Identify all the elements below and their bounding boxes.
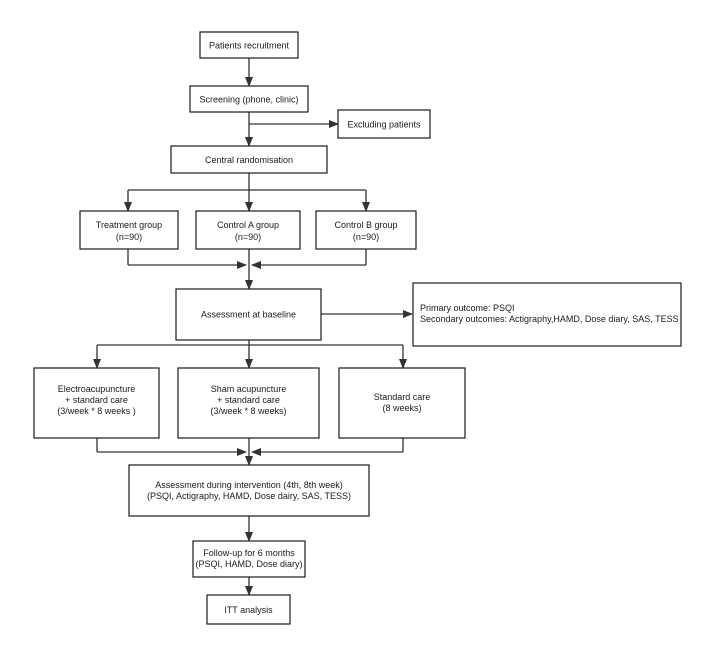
standard-care-line-1: Standard care	[374, 392, 431, 402]
baseline-line-1: Assessment at baseline	[201, 310, 296, 320]
standard-care-line-2: (8 weeks)	[382, 403, 421, 413]
follow-up-line-1: Follow-up for 6 months	[203, 548, 295, 558]
screening-line-1: Screening (phone, clinic)	[199, 95, 298, 105]
follow-up-node: Follow-up for 6 months (PSQI, HAMD, Dose…	[192, 540, 306, 578]
baseline-node: Assessment at baseline	[175, 288, 322, 341]
excluding-line-1: Excluding patients	[347, 120, 421, 130]
itt-line-1: ITT analysis	[224, 605, 273, 615]
sham-line-2: + standard care	[217, 395, 280, 405]
electroacupuncture-node: Electroacupuncture + standard care (3/we…	[33, 367, 160, 439]
control-b-line-1: Control B group	[334, 220, 397, 230]
treatment-group-line-1: Treatment group	[96, 220, 162, 230]
outcomes-line-2: Secondary outcomes: Actigraphy,HAMD, Dos…	[420, 314, 679, 324]
follow-up-line-2: (PSQI, HAMD, Dose diary)	[195, 559, 302, 569]
recruitment-node: Patients recruitment	[199, 31, 299, 59]
during-intervention-line-2: (PSQI, Actigraphy, HAMD, Dose dairy, SAS…	[147, 491, 351, 501]
sham-node: Sham acupuncture + standard care (3/week…	[177, 367, 320, 439]
control-a-line-2: (n=90)	[235, 232, 261, 242]
during-intervention-node: Assessment during intervention (4th, 8th…	[128, 464, 370, 517]
during-intervention-line-1: Assessment during intervention (4th, 8th…	[155, 480, 343, 490]
control-b-line-2: (n=90)	[353, 232, 379, 242]
outcomes-line-1: Primary outcome: PSQI	[420, 303, 515, 313]
electroacupuncture-line-2: + standard care	[65, 395, 128, 405]
standard-care-node: Standard care (8 weeks)	[338, 367, 466, 439]
electroacupuncture-line-1: Electroacupuncture	[58, 384, 136, 394]
electroacupuncture-line-3: (3/week * 8 weeks )	[57, 406, 136, 416]
treatment-group-node: Treatment group (n=90)	[79, 210, 179, 250]
outcomes-node: Primary outcome: PSQI Secondary outcomes…	[412, 282, 682, 347]
randomisation-line-1: Central randomisation	[205, 155, 293, 165]
connectors	[93, 58, 413, 596]
control-a-node: Control A group (n=90)	[195, 210, 301, 250]
recruitment-line-1: Patients recruitment	[209, 41, 290, 51]
control-a-line-1: Control A group	[217, 220, 279, 230]
randomisation-node: Central randomisation	[170, 145, 328, 174]
sham-line-3: (3/week * 8 weeks)	[210, 406, 286, 416]
sham-line-1: Sham acupuncture	[211, 384, 287, 394]
itt-node: ITT analysis	[206, 594, 291, 625]
treatment-group-line-2: (n=90)	[116, 232, 142, 242]
excluding-node: Excluding patients	[337, 109, 431, 139]
control-b-node: Control B group (n=90)	[315, 210, 417, 250]
screening-node: Screening (phone, clinic)	[189, 85, 309, 113]
